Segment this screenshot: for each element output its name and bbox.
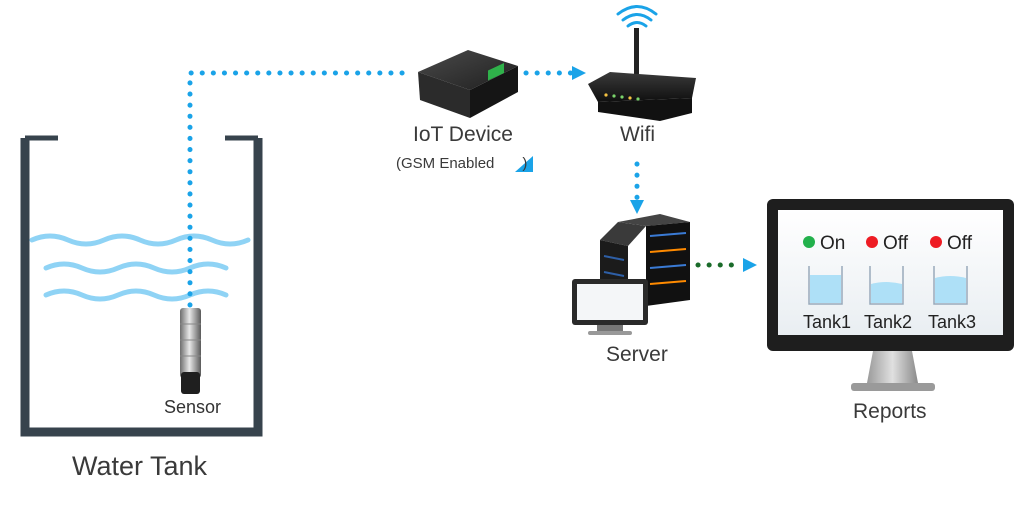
report-status-3: Off [930, 233, 972, 255]
sensor-icon [180, 308, 201, 394]
report-status-1: On [803, 233, 845, 255]
report-status-text-2: Off [883, 233, 908, 254]
sensor-label: Sensor [164, 397, 222, 417]
wifi-icon [616, 5, 658, 28]
report-tank-name-1: Tank1 [803, 312, 852, 332]
report-status-2: Off [866, 233, 908, 255]
gsm-text: (GSM Enabled [396, 155, 495, 172]
report-tank-1 [808, 266, 843, 305]
report-tank-2 [869, 266, 904, 305]
report-tank-3 [933, 266, 968, 305]
reports-label: Reports [853, 400, 927, 423]
report-status-text-3: Off [947, 233, 972, 254]
wifi-label: Wifi [620, 123, 655, 146]
monitor-icon [767, 199, 1014, 391]
report-status-text-1: On [820, 233, 846, 254]
link-server-to-reports [695, 258, 757, 272]
server-icon [572, 214, 690, 335]
water-tank-label: Water Tank [72, 451, 208, 481]
report-tank-name-2: Tank2 [864, 312, 913, 332]
iot-device-icon [418, 50, 518, 118]
status-dot-1 [803, 236, 815, 248]
link-wifi-to-server [630, 161, 644, 214]
water-waves [29, 233, 251, 302]
gsm-close: ) [522, 155, 528, 172]
water-tank [20, 135, 263, 437]
iot-device-label: IoT Device [413, 123, 513, 146]
gsm-label: (GSM Enabled) [396, 155, 527, 172]
signal-icon [515, 156, 533, 172]
report-tank-name-3: Tank3 [928, 312, 977, 332]
router-icon [588, 5, 696, 121]
status-dot-2 [866, 236, 878, 248]
server-label: Server [606, 343, 668, 366]
link-sensor-to-iot [187, 70, 408, 308]
link-iot-to-wifi [523, 66, 586, 80]
status-dot-3 [930, 236, 942, 248]
